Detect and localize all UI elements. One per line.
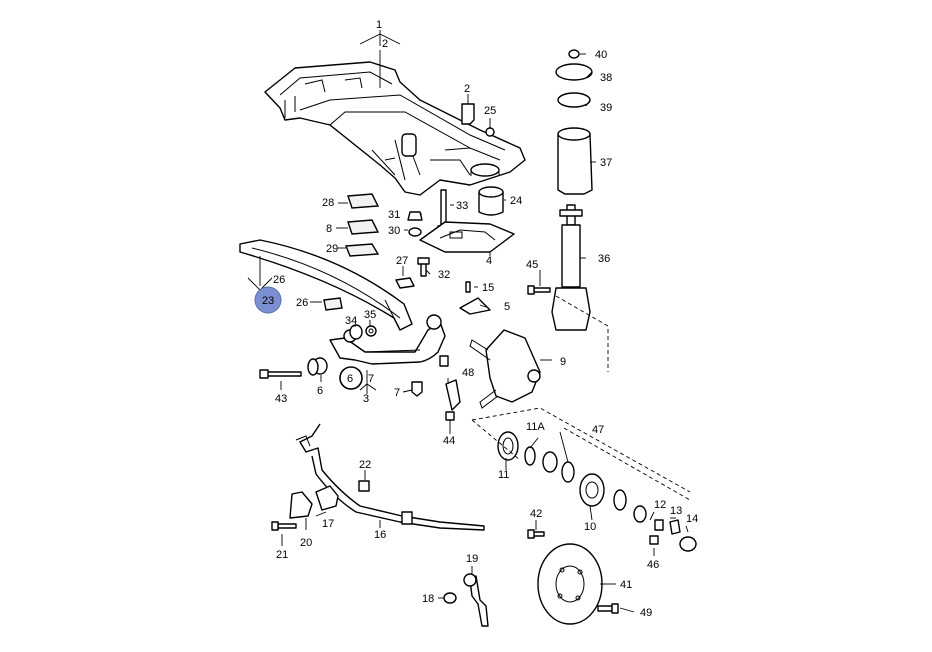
callout-1[interactable]: 1 bbox=[376, 19, 382, 31]
callout-5[interactable]: 5 bbox=[504, 301, 510, 313]
callout-26[interactable]: 26 bbox=[296, 297, 308, 309]
bracket-part[interactable] bbox=[445, 379, 461, 421]
callout-22[interactable]: 22 bbox=[359, 459, 371, 471]
bolt-part[interactable] bbox=[459, 281, 491, 315]
callout-7[interactable]: 7 bbox=[394, 387, 400, 399]
bush-part[interactable] bbox=[259, 357, 328, 379]
hub-part[interactable] bbox=[579, 473, 647, 523]
bolt-part[interactable] bbox=[527, 285, 551, 295]
callout-47[interactable]: 47 bbox=[592, 424, 604, 436]
callout-43[interactable]: 43 bbox=[275, 393, 287, 405]
callout-25[interactable]: 25 bbox=[484, 105, 496, 117]
callout-36[interactable]: 36 bbox=[598, 253, 610, 265]
highlight-ring bbox=[339, 366, 363, 390]
callout-2[interactable]: 2 bbox=[382, 38, 388, 50]
screw-part[interactable] bbox=[597, 603, 619, 614]
bearing-part[interactable] bbox=[524, 446, 575, 483]
callout-40[interactable]: 40 bbox=[595, 49, 607, 61]
callout-31[interactable]: 31 bbox=[388, 209, 400, 221]
callout-9[interactable]: 9 bbox=[560, 356, 566, 368]
callout-6-circled[interactable]: 6 bbox=[347, 373, 353, 385]
callout-4[interactable]: 4 bbox=[486, 255, 492, 267]
callout-11[interactable]: 11 bbox=[498, 469, 509, 481]
callout-45[interactable]: 45 bbox=[526, 259, 538, 271]
callout-19[interactable]: 19 bbox=[466, 553, 478, 565]
drop-link-part[interactable] bbox=[443, 573, 489, 627]
callout-15[interactable]: 15 bbox=[482, 282, 494, 294]
leader-lines bbox=[247, 30, 689, 613]
callout-21[interactable]: 21 bbox=[276, 549, 288, 561]
leaf-spring-part[interactable] bbox=[239, 239, 413, 331]
subframe-part[interactable] bbox=[264, 61, 526, 196]
callout-42[interactable]: 42 bbox=[530, 508, 542, 520]
nut-part[interactable] bbox=[407, 211, 423, 237]
callout-35[interactable]: 35 bbox=[364, 309, 376, 321]
pad-part[interactable] bbox=[323, 297, 343, 311]
selected-callout-marker[interactable] bbox=[254, 286, 282, 314]
bellows-part[interactable] bbox=[557, 127, 593, 195]
callout-38[interactable]: 38 bbox=[600, 72, 612, 84]
callout-46[interactable]: 46 bbox=[647, 559, 659, 571]
callout-33[interactable]: 33 bbox=[456, 200, 468, 212]
mount-bush-part[interactable] bbox=[478, 186, 504, 216]
callout-labels: 1 2 2 3 4 5 6 6 7 7 8 9 10 11 11A 12 13 … bbox=[254, 19, 698, 619]
callout-16[interactable]: 16 bbox=[374, 529, 386, 541]
callout-7[interactable]: 7 bbox=[368, 373, 374, 385]
knuckle-part[interactable] bbox=[469, 329, 541, 409]
callout-32[interactable]: 32 bbox=[438, 269, 450, 281]
callout-24[interactable]: 24 bbox=[510, 195, 522, 207]
callout-49[interactable]: 49 bbox=[640, 607, 652, 619]
callout-17[interactable]: 17 bbox=[322, 518, 334, 530]
callout-10[interactable]: 10 bbox=[584, 521, 596, 533]
callout-28[interactable]: 28 bbox=[322, 197, 334, 209]
callout-48[interactable]: 48 bbox=[462, 367, 474, 379]
bush-part[interactable] bbox=[349, 324, 377, 340]
bolt-part[interactable] bbox=[527, 529, 659, 545]
callout-13[interactable]: 13 bbox=[670, 505, 682, 517]
callout-30[interactable]: 30 bbox=[388, 225, 400, 237]
callout-8[interactable]: 8 bbox=[326, 223, 332, 235]
callout-26[interactable]: 26 bbox=[273, 274, 285, 286]
bolt-part[interactable] bbox=[358, 480, 370, 492]
bolt-part[interactable] bbox=[271, 521, 297, 531]
callout-34[interactable]: 34 bbox=[345, 315, 357, 327]
clamp-part[interactable] bbox=[289, 491, 313, 519]
callout-41[interactable]: 41 bbox=[620, 579, 632, 591]
anti-roll-bar-part[interactable] bbox=[295, 423, 485, 531]
strut-part[interactable] bbox=[551, 204, 591, 331]
rubber-pad-part[interactable] bbox=[344, 193, 380, 257]
callout-29[interactable]: 29 bbox=[326, 243, 338, 255]
top-mount-part[interactable] bbox=[555, 49, 593, 108]
bolt-part[interactable] bbox=[417, 257, 430, 277]
callout-39[interactable]: 39 bbox=[600, 102, 612, 114]
callout-12[interactable]: 12 bbox=[654, 499, 666, 511]
plate-part[interactable] bbox=[419, 221, 515, 253]
callout-27[interactable]: 27 bbox=[396, 255, 408, 267]
bush-part[interactable] bbox=[315, 485, 339, 511]
callout-18[interactable]: 18 bbox=[422, 593, 434, 605]
callout-23[interactable]: 23 bbox=[262, 295, 274, 307]
callout-44[interactable]: 44 bbox=[443, 435, 455, 447]
callout-11a[interactable]: 11A bbox=[526, 421, 545, 433]
callout-3[interactable]: 3 bbox=[363, 393, 369, 405]
callout-6[interactable]: 6 bbox=[317, 385, 323, 397]
callout-14[interactable]: 14 bbox=[686, 513, 698, 525]
callout-37[interactable]: 37 bbox=[600, 157, 612, 169]
seal-part[interactable] bbox=[497, 431, 519, 461]
assembly-outline bbox=[471, 295, 691, 501]
brake-disc-part[interactable] bbox=[537, 543, 603, 625]
callout-2[interactable]: 2 bbox=[464, 83, 470, 95]
callout-20[interactable]: 20 bbox=[300, 537, 312, 549]
pad-part[interactable] bbox=[395, 277, 415, 289]
hub-nut-part[interactable] bbox=[654, 519, 697, 552]
